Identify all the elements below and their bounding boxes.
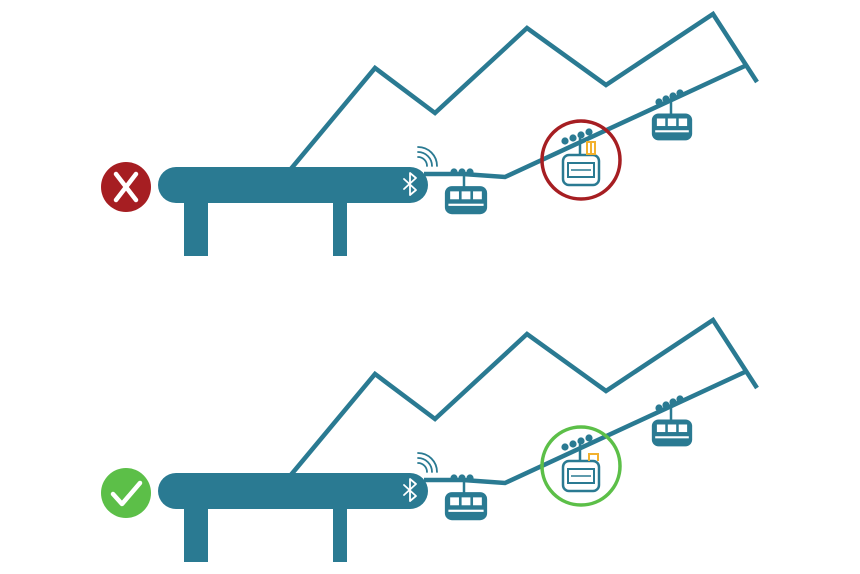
mountain-outline [288,10,759,172]
station-platform [158,167,428,256]
wireless-signal-icon [417,146,438,167]
door-latch-closed [588,453,599,461]
panel-incorrect [101,10,759,256]
wireless-signal-icon [417,452,438,473]
gondola-cabin [651,395,693,447]
panel-correct [101,316,759,562]
status-badge-correct [101,468,151,518]
check-icon [110,480,143,507]
highlight-ring-incorrect [540,119,622,201]
highlight-ring-correct [540,425,622,507]
door-latch-open [586,141,596,155]
gondola-cabin-icon [561,459,601,493]
station-platform [158,473,428,562]
status-badge-incorrect [101,162,151,212]
highlighted-cabin [561,128,601,187]
bluetooth-icon [403,172,417,196]
gondola-cabin [444,168,488,215]
gondola-cabin [444,474,488,521]
gondola-cabin [651,89,693,141]
cable-line [424,62,748,180]
highlighted-cabin [561,434,601,493]
gondola-cabin-icon [561,153,601,187]
bluetooth-icon [403,478,417,502]
cable-line [424,368,748,486]
cross-icon [113,171,139,203]
mountain-outline [288,316,759,478]
